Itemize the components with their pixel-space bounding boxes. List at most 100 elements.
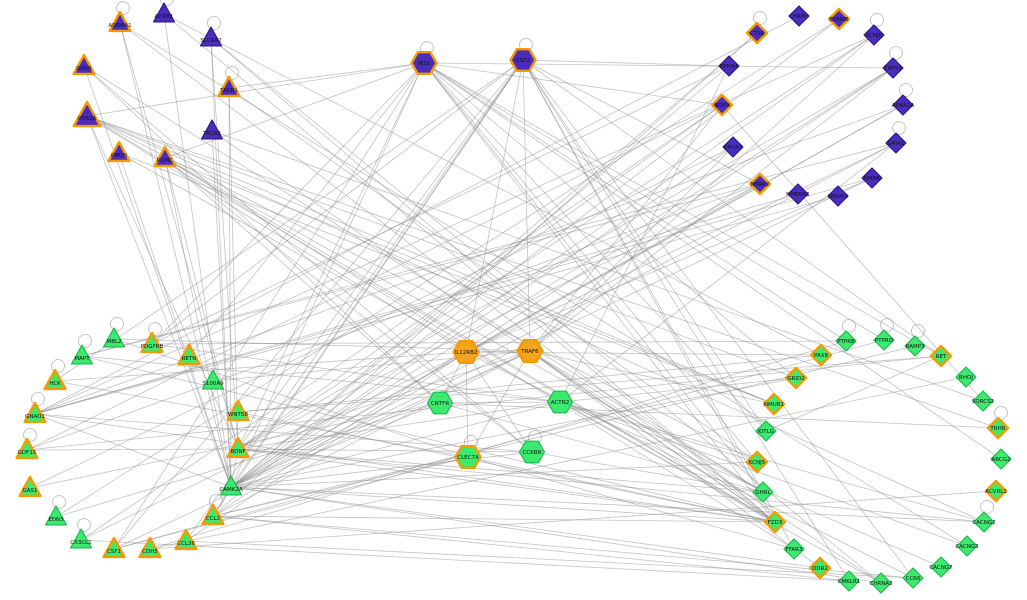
triangle-shape-HCK[interactable] <box>43 368 67 391</box>
triangle-shape-BDNF[interactable] <box>226 436 250 459</box>
triangle-shape-MAPT[interactable] <box>70 344 94 365</box>
node-TRPV1[interactable]: TRPV1 <box>882 57 904 79</box>
node-ADRB1[interactable]: ADRB1 <box>152 2 176 23</box>
node-ABCG2[interactable]: ABCG2 <box>990 448 1012 470</box>
node-NMBR[interactable]: NMBR <box>861 167 883 189</box>
triangle-shape-S100A9[interactable] <box>201 369 225 390</box>
diamond-shape-EDNRB[interactable] <box>827 7 851 31</box>
triangle-shape-SLC6A2[interactable] <box>199 26 223 47</box>
node-SLC6A2[interactable]: SLC6A2 <box>199 26 223 47</box>
triangle-shape-POMC[interactable] <box>153 145 177 168</box>
diamond-shape-CMKLR1[interactable] <box>838 570 860 592</box>
triangle-shape-EDN3[interactable] <box>44 505 68 526</box>
hexagon-shape-IRS1[interactable] <box>410 51 438 76</box>
diamond-shape-PTPRB[interactable] <box>835 330 857 352</box>
diamond-shape-KCNJ5[interactable] <box>745 450 769 474</box>
diamond-shape-RHOJ[interactable] <box>955 366 977 388</box>
diamond-shape-CACNG7[interactable] <box>930 556 952 578</box>
hexagon-shape-CCKBR[interactable] <box>518 440 546 464</box>
hexagon-shape-CLEC7A[interactable] <box>454 445 482 469</box>
diamond-shape-NMUR1[interactable] <box>762 392 786 416</box>
hexagon-shape-TRAF6[interactable] <box>516 339 544 363</box>
node-CLEC7A[interactable]: CLEC7A <box>454 445 482 469</box>
node-TRAF6[interactable]: TRAF6 <box>516 339 544 363</box>
node-HCK[interactable]: HCK <box>43 368 67 391</box>
node-RHOJ[interactable]: RHOJ <box>955 366 977 388</box>
triangle-shape-PMCH[interactable] <box>107 140 131 163</box>
hexagon-shape-CSF2[interactable] <box>509 48 537 73</box>
diamond-shape-FZD3[interactable] <box>763 510 787 534</box>
node-IRS1[interactable]: IRS1 <box>410 51 438 76</box>
diamond-shape-CHRM3[interactable] <box>788 5 810 27</box>
diamond-shape-ABCG2[interactable] <box>990 448 1012 470</box>
triangle-shape-CCL2[interactable] <box>201 503 225 526</box>
node-CACNG3[interactable]: CACNG3 <box>955 535 979 557</box>
triangle-shape-WNT5B[interactable] <box>226 399 250 422</box>
node-SORCS2[interactable]: SORCS2 <box>972 390 994 412</box>
hexagon-shape-IL12RB2[interactable] <box>452 340 480 364</box>
node-ADORA1[interactable]: ADORA1 <box>108 10 132 33</box>
node-CCL26[interactable]: CCL26 <box>174 528 198 551</box>
node-TACR1[interactable]: TACR1 <box>217 75 241 98</box>
diamond-shape-ADRA1A[interactable] <box>892 94 914 116</box>
node-GRID2[interactable]: GRID2 <box>784 366 808 390</box>
triangle-shape-GDF15[interactable] <box>15 437 39 460</box>
hexagon-shape-CNTFR[interactable] <box>426 391 454 415</box>
node-FFAR3[interactable]: FFAR3 <box>783 538 805 560</box>
hexagon-shape-ACTN2[interactable] <box>546 390 574 414</box>
diamond-shape-FFAR3[interactable] <box>783 538 805 560</box>
diamond-shape-NGFR[interactable] <box>710 93 734 117</box>
node-ACTN2[interactable]: ACTN2 <box>546 390 574 414</box>
diamond-shape-PAX8[interactable] <box>809 343 833 367</box>
node-NMUR2[interactable]: NMUR2 <box>827 185 849 207</box>
triangle-shape-HTR2A[interactable] <box>72 100 102 128</box>
node-EPHA4[interactable]: EPHA4 <box>718 55 740 77</box>
triangle-shape-CSF1[interactable] <box>102 536 126 559</box>
diamond-shape-TRHR[interactable] <box>986 416 1010 440</box>
triangle-shape-GHSR[interactable] <box>72 53 96 76</box>
diamond-shape-CCR6[interactable] <box>902 567 924 589</box>
node-CNTFR[interactable]: CNTFR <box>426 391 454 415</box>
triangle-shape-CAMK2A[interactable] <box>219 475 243 496</box>
node-GNAO1[interactable]: GNAO1 <box>23 401 47 424</box>
node-MBL2[interactable]: MBL2 <box>102 327 126 348</box>
diamond-shape-ACVRL1[interactable] <box>984 479 1008 503</box>
triangle-shape-CDH5[interactable] <box>138 536 162 559</box>
node-CACNG2[interactable]: CACNG2 <box>972 511 996 533</box>
diamond-shape-EPHA4[interactable] <box>718 55 740 77</box>
node-TACR3[interactable]: TACR3 <box>200 119 224 140</box>
diamond-shape-CACNG2[interactable] <box>973 511 995 533</box>
node-CCR6[interactable]: CCR6 <box>902 567 924 589</box>
node-PTPRO[interactable]: PTPRO <box>873 329 895 351</box>
triangle-shape-ADORA1[interactable] <box>108 10 132 33</box>
node-CX3CL1[interactable]: CX3CL1 <box>69 528 93 549</box>
diamond-shape-GHRL[interactable] <box>752 481 774 503</box>
diamond-shape-NMUR2[interactable] <box>827 185 849 207</box>
node-NMUR1[interactable]: NMUR1 <box>762 392 786 416</box>
node-RET[interactable]: RET <box>929 344 953 368</box>
triangle-shape-CX3CL1[interactable] <box>69 528 93 549</box>
diamond-shape-RAMP3[interactable] <box>904 335 926 357</box>
node-GRIA1[interactable]: GRIA1 <box>885 132 907 154</box>
diamond-shape-GRID2[interactable] <box>784 366 808 390</box>
diamond-shape-NPBWR1[interactable] <box>787 183 809 205</box>
diamond-shape-RET[interactable] <box>929 344 953 368</box>
node-ACVRL1[interactable]: ACVRL1 <box>984 479 1008 503</box>
node-PAX8[interactable]: PAX8 <box>809 343 833 367</box>
node-CCKBR[interactable]: CCKBR <box>518 440 546 464</box>
node-CHRM3[interactable]: CHRM3 <box>788 5 810 27</box>
node-GHSR[interactable]: GHSR <box>72 53 96 76</box>
diamond-shape-CHRNA3[interactable] <box>870 572 892 594</box>
triangle-shape-TACR1[interactable] <box>217 75 241 98</box>
diamond-shape-SORCS2[interactable] <box>972 390 994 412</box>
node-CTSK[interactable]: CTSK <box>745 21 769 45</box>
diamond-shape-NTRK2[interactable] <box>748 172 772 196</box>
diamond-shape-PTPRO[interactable] <box>873 329 895 351</box>
diamond-shape-KITLG[interactable] <box>755 420 777 442</box>
triangle-shape-GAS1[interactable] <box>18 475 42 498</box>
triangle-shape-PDGFRB[interactable] <box>140 331 164 354</box>
node-ADRA1A[interactable]: ADRA1A <box>892 94 915 116</box>
node-RAMP3[interactable]: RAMP3 <box>904 335 926 357</box>
